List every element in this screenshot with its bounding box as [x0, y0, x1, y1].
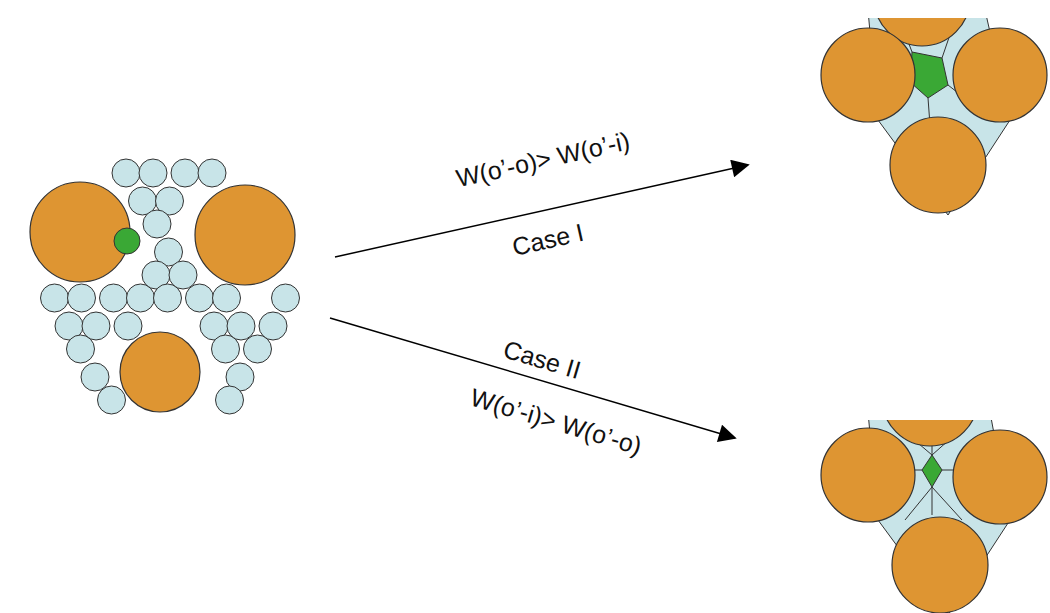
solvent-particle	[112, 159, 140, 187]
guest-particle	[114, 228, 140, 254]
solvent-particle	[216, 386, 244, 414]
solvent-particle	[41, 284, 69, 312]
solvent-particle	[198, 159, 226, 187]
solvent-particle	[68, 284, 96, 312]
case-two-packing	[821, 420, 1047, 613]
solvent-particle	[139, 159, 167, 187]
large-particle	[195, 185, 295, 285]
solvent-particle	[114, 312, 142, 340]
solvent-particle	[143, 210, 171, 238]
solvent-particle	[171, 159, 199, 187]
large-particle	[30, 182, 130, 282]
case-label: Case I	[510, 219, 587, 262]
solvent-particle	[272, 284, 300, 312]
solvent-particle	[154, 284, 182, 312]
solvent-particle	[81, 363, 109, 391]
solvent-particle	[100, 284, 128, 312]
solvent-particle	[213, 284, 241, 312]
condition-label: W(o’-o)> W(o’-i)	[454, 127, 633, 192]
solvent-particle	[127, 284, 155, 312]
particle-cluster	[30, 159, 300, 414]
case-label: Case II	[500, 336, 584, 385]
solvent-particle	[98, 386, 126, 414]
solvent-particle	[67, 335, 95, 363]
condition-label: W(o’-i)> W(o’-o)	[467, 384, 645, 461]
solvent-particle	[186, 284, 214, 312]
solvent-particle	[212, 335, 240, 363]
solvent-particle	[244, 335, 272, 363]
case-one-packing	[821, 18, 1047, 215]
large-particle	[120, 332, 200, 412]
